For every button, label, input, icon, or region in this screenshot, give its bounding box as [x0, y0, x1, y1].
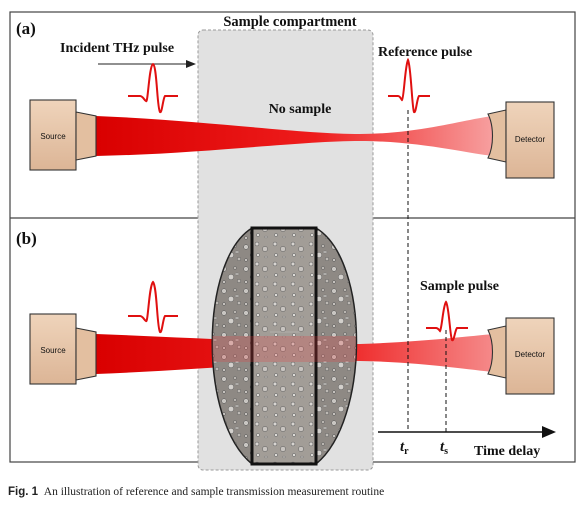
- reference-pulse-label: Reference pulse: [378, 45, 472, 60]
- sample-pulse-label: Sample pulse: [420, 279, 499, 294]
- compartment-label: Sample compartment: [223, 14, 356, 30]
- incident-pulse-label: Incident THz pulse: [60, 41, 174, 56]
- caption-text: An illustration of reference and sample …: [43, 486, 385, 498]
- incident-arrow-head: [186, 60, 196, 68]
- source-body-b: [29, 313, 77, 385]
- panel-a-label: (a): [16, 19, 36, 38]
- sample-pulse-b: [426, 300, 468, 342]
- detector-body-a: [505, 101, 555, 179]
- no-sample-label: No sample: [269, 102, 332, 117]
- detector-nozzle-a: [487, 109, 507, 163]
- figure-caption: Fig. 1 An illustration of reference and …: [8, 486, 578, 498]
- reference-pulse-a: [388, 57, 430, 114]
- source-nozzle-a: [75, 111, 97, 161]
- source-body-a: [29, 99, 77, 171]
- detector-nozzle-b: [487, 325, 507, 379]
- t-sample-label: ts: [440, 439, 448, 457]
- detector-label-a: Detector: [515, 135, 546, 144]
- time-delay-label: Time delay: [474, 444, 540, 459]
- sample-lens: [211, 226, 358, 466]
- t-reference-label: tr: [400, 439, 409, 457]
- detector-label-b: Detector: [515, 350, 546, 359]
- caption-fig-number: Fig. 1: [8, 486, 39, 498]
- time-axis-arrow: [542, 426, 556, 438]
- panel-b-label: (b): [16, 229, 37, 248]
- incident-pulse-b: [128, 280, 178, 334]
- source-nozzle-b: [75, 327, 97, 381]
- detector-body-b: [505, 317, 555, 395]
- source-label-b: Source: [40, 346, 66, 355]
- incident-pulse-a: [128, 62, 178, 114]
- source-label-a: Source: [40, 132, 66, 141]
- thz-beam-a: [96, 116, 494, 156]
